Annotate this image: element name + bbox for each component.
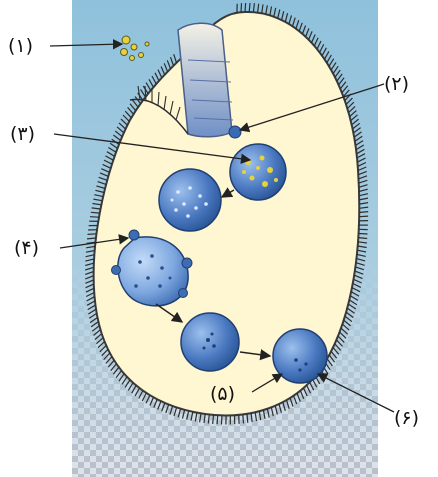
cilium: [249, 3, 250, 12]
cilium: [359, 234, 368, 235]
cilium: [241, 3, 242, 12]
absorbing-vacuole: [181, 313, 239, 371]
label-3: (۳): [10, 123, 35, 145]
label-6: (۶): [394, 407, 419, 429]
cilium: [90, 217, 99, 218]
cilium: [359, 216, 368, 217]
forming-vacuole: [229, 126, 241, 138]
label-4: (۴): [14, 237, 39, 259]
food-vacuole-with-particles: [230, 144, 286, 200]
cilium: [88, 234, 97, 235]
cilium: [247, 414, 248, 423]
digesting-vacuole: [159, 169, 221, 231]
cilium: [213, 415, 214, 424]
cilium: [243, 414, 244, 423]
label-1: (۱): [8, 35, 33, 57]
label-2: (۲): [384, 73, 409, 95]
label-5: (۵): [210, 383, 235, 405]
cilium: [245, 3, 246, 12]
cilium: [217, 415, 218, 424]
cilium: [91, 212, 100, 213]
